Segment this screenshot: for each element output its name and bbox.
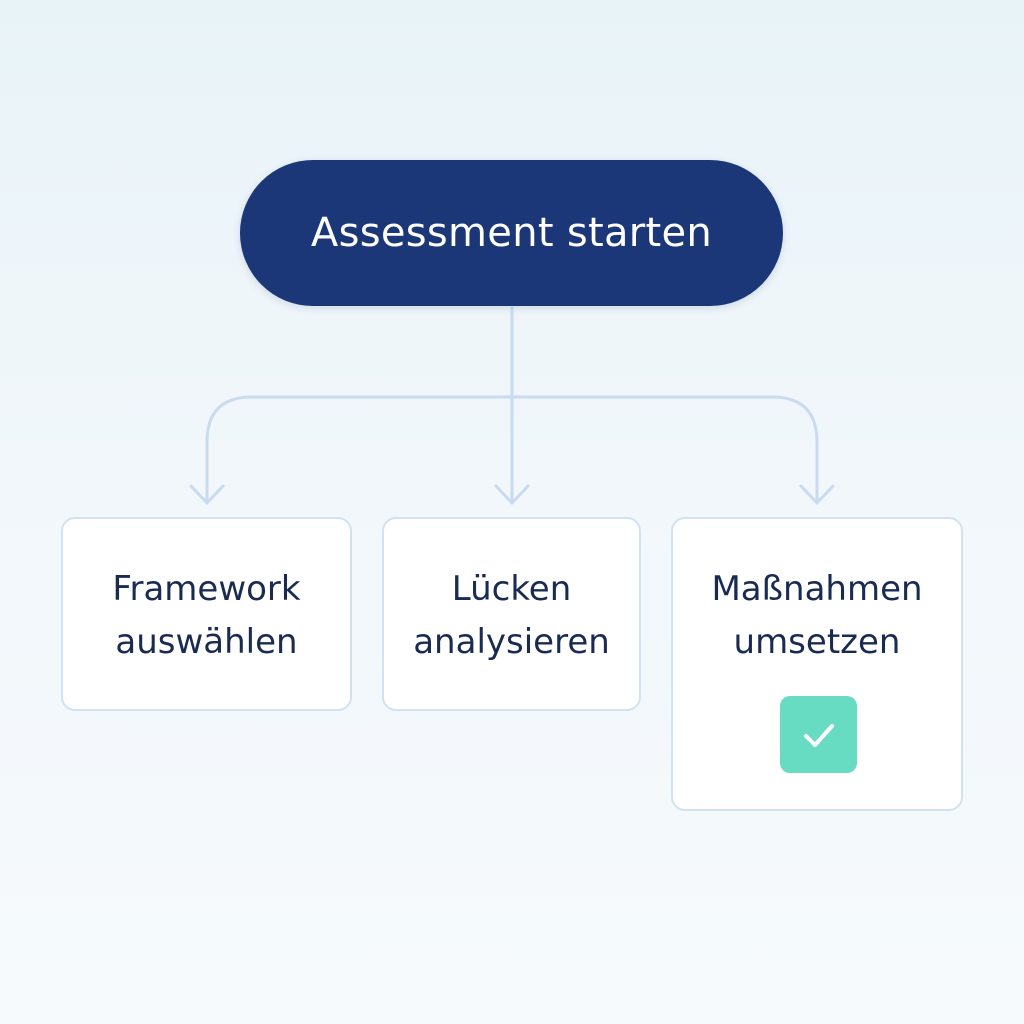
check-icon [780, 696, 857, 773]
step-card-measures[interactable]: Maßnahmen umsetzen [671, 517, 963, 811]
arrowhead-left [189, 484, 225, 505]
check-mark-glyph [803, 723, 834, 747]
step-label-measures: Maßnahmen umsetzen [711, 569, 923, 662]
connector-branch-right [510, 395, 819, 504]
step-card-framework[interactable]: Framework auswählen [61, 517, 352, 711]
step-label-framework: Framework auswählen [112, 569, 301, 662]
arrowhead-middle [494, 484, 530, 505]
connector-branch-left [205, 395, 514, 504]
arrowhead-right [799, 484, 835, 505]
assessment-start-button[interactable]: Assessment starten [240, 160, 783, 306]
step-label-gaps: Lücken analysieren [413, 569, 610, 662]
assessment-start-label: Assessment starten [310, 210, 713, 256]
step-card-gaps[interactable]: Lücken analysieren [382, 517, 641, 711]
